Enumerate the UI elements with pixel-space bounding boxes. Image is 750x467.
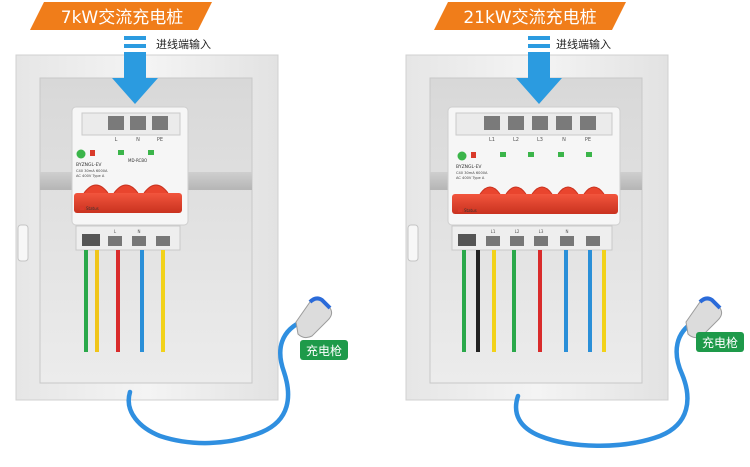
indicator-green-3 [558,152,564,157]
terminal-bottom-label-l2: L2 [515,229,520,234]
breaker-rating-text: AC 400V Type A [76,174,105,178]
terminal-bottom-6 [586,236,600,246]
terminal-bottom-4 [534,236,548,246]
terminal-bottom-1 [458,234,476,246]
door-hinge [407,224,419,262]
status-text: Status [86,206,99,211]
terminal-label-pe: PE [585,137,591,143]
indicator-green-2 [528,152,534,157]
terminal-top-1 [484,116,500,130]
status-tag [458,208,462,212]
input-arrow-icon [112,52,158,104]
terminal-top-2 [508,116,524,130]
terminal-label-n: N [136,137,140,143]
title-banner [434,2,626,30]
gun-label: 充电枪 [306,343,342,358]
breaker-sub-text: C40 30mA 6000A [456,171,488,175]
charging-gun-accent [698,296,722,310]
wires-7kw [84,250,165,352]
terminal-label-pe: PE [157,137,163,143]
arrow-dash-1 [124,36,146,40]
breaker-toggle-grip [83,184,169,194]
door-hinge [17,224,29,262]
terminal-top-3 [532,116,548,130]
breaker-toggle-grip [479,186,605,195]
input-arrow-icon [516,52,562,104]
terminal-bottom-2 [486,236,500,246]
indicator-green-1 [118,150,124,155]
terminal-bottom-label-l1: L1 [491,229,496,234]
input-label: 进线端输入 [156,37,211,51]
arrow-dash-2 [124,44,146,48]
terminal-bottom-3 [510,236,524,246]
panel-21kw: L1 L2 L3 N PE BYZNGL-EV C40 30mA 6000A A… [405,2,744,448]
terminal-bottom-1 [82,234,100,246]
panel-title: 7kW交流充电桩 [61,8,183,28]
arrow-dash-1 [528,36,550,40]
terminal-top-2 [130,116,146,130]
terminal-label-n: N [562,137,566,143]
breaker-model-text: BYZNGL-EV [76,162,102,168]
arrow-dash-2 [528,44,550,48]
terminal-top-5 [580,116,596,130]
terminal-bottom-block [451,225,613,251]
status-tag [80,206,84,210]
terminal-label-l2: L2 [513,137,519,143]
status-indicator-green [457,151,467,161]
status-indicator-green [76,149,86,159]
charging-cable [126,317,308,446]
gun-label: 充电枪 [702,335,738,350]
panel-title: 21kW交流充电桩 [463,8,596,28]
terminal-bottom-3 [132,236,146,246]
terminal-bottom-label-l: L [114,229,117,234]
terminal-bottom-2 [108,236,122,246]
breaker-toggle-bar[interactable] [74,193,182,213]
status-text: Status [464,208,477,213]
terminal-label-l3: L3 [537,137,543,143]
charging-gun-accent [308,296,332,310]
breaker-sub-text: C40 30mA 6000A [76,169,108,173]
terminal-bottom-label-l3: L3 [539,229,544,234]
terminal-bottom-label-n: N [138,229,141,234]
wires-21kw [462,250,606,352]
terminal-label-l: L [115,137,118,143]
panel-7kw: L N PE BYZNGL-EV C40 30mA 6000A AC 400V … [15,2,348,446]
terminal-bottom-label-n: N [566,229,569,234]
title-banner [30,2,212,30]
breaker-rating-text: AC 400V Type A [456,176,485,180]
terminal-top-1 [108,116,124,130]
indicator-green-1 [500,152,506,157]
input-label: 进线端输入 [556,37,611,51]
indicator-red [90,150,95,156]
indicator-green-2 [148,150,154,155]
terminal-label-l1: L1 [489,137,495,143]
terminal-bottom-4 [156,236,170,246]
charging-cable [513,319,697,448]
indicator-red [471,152,476,158]
breaker-model-text: BYZNGL-EV [456,164,482,170]
terminal-top-3 [152,116,168,130]
breaker-code-text: MD-RCBO [128,158,147,163]
terminal-top-4 [556,116,572,130]
terminal-bottom-5 [560,236,574,246]
breaker-toggle-bar[interactable] [452,194,618,214]
indicator-green-4 [586,152,592,157]
gun-badge [300,340,348,360]
gun-badge [696,332,744,352]
